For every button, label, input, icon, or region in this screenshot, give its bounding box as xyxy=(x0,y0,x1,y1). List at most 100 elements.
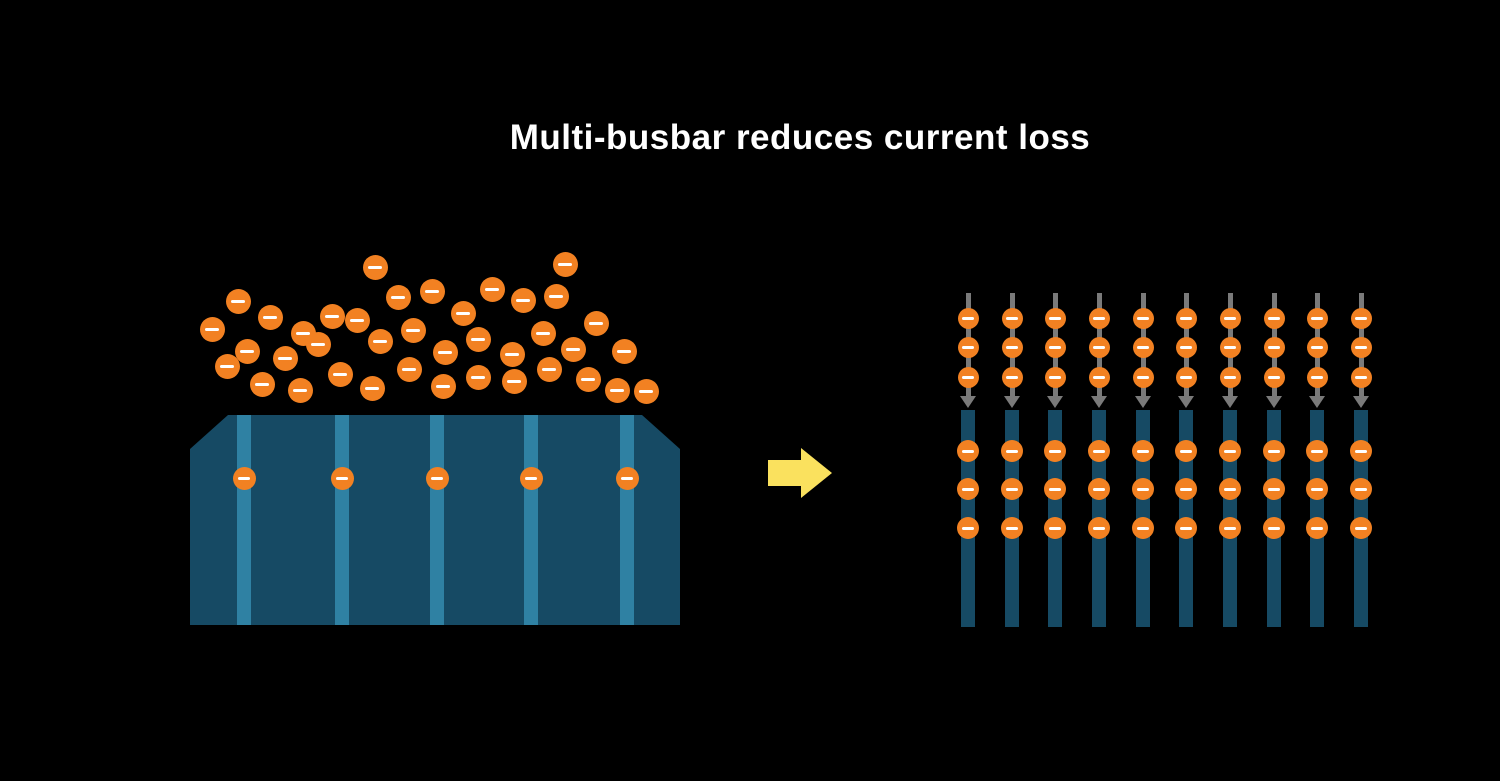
electron-icon xyxy=(1088,336,1110,358)
minus-icon xyxy=(558,262,572,266)
electron-icon xyxy=(1132,440,1154,462)
electron-icon xyxy=(425,466,449,490)
electron-icon xyxy=(1350,366,1372,388)
minus-icon xyxy=(406,328,420,332)
electron-icon xyxy=(1175,366,1197,388)
minus-icon xyxy=(617,349,631,353)
minus-icon xyxy=(311,342,325,346)
electron-icon xyxy=(385,284,411,310)
minus-icon xyxy=(1006,375,1018,379)
electron-icon xyxy=(1088,478,1110,500)
electron-icon xyxy=(225,288,251,314)
electron-icon xyxy=(1350,478,1372,500)
electron-icon xyxy=(1263,517,1285,539)
electron-icon xyxy=(1175,336,1197,358)
minus-icon xyxy=(373,339,387,343)
minus-icon xyxy=(237,476,251,480)
minus-icon xyxy=(1092,449,1106,453)
minus-icon xyxy=(1180,345,1192,349)
electron-icon xyxy=(479,276,505,302)
minus-icon xyxy=(1179,487,1193,491)
electron-icon xyxy=(1088,517,1110,539)
minus-icon xyxy=(516,298,530,302)
electron-icon xyxy=(1219,366,1241,388)
electron-icon xyxy=(1044,307,1066,329)
electron-icon xyxy=(1263,440,1285,462)
minus-icon xyxy=(1180,316,1192,320)
electron-icon xyxy=(1132,307,1154,329)
minus-icon xyxy=(1354,526,1368,530)
minus-icon xyxy=(962,375,974,379)
electron-icon xyxy=(957,336,979,358)
electron-icon xyxy=(519,466,543,490)
electron-icon xyxy=(1044,366,1066,388)
minus-icon xyxy=(507,379,521,383)
minus-icon xyxy=(1093,345,1105,349)
minus-icon xyxy=(325,314,339,318)
minus-icon xyxy=(1224,316,1236,320)
minus-icon xyxy=(1093,316,1105,320)
minus-icon xyxy=(962,316,974,320)
minus-icon xyxy=(1267,526,1281,530)
electron-icon xyxy=(199,316,225,342)
electron-icon xyxy=(465,326,491,352)
electron-icon xyxy=(1306,307,1328,329)
minus-icon xyxy=(1005,487,1019,491)
minus-icon xyxy=(391,295,405,299)
electron-icon xyxy=(1175,307,1197,329)
electron-icon xyxy=(1088,307,1110,329)
electron-icon xyxy=(615,466,639,490)
minus-icon xyxy=(263,315,277,319)
diagram-title: Multi-busbar reduces current loss xyxy=(509,118,1091,157)
down-arrow-head-icon xyxy=(1266,396,1282,408)
electron-icon xyxy=(604,377,630,403)
electron-icon xyxy=(330,466,354,490)
minus-icon xyxy=(402,367,416,371)
down-arrow-head-icon xyxy=(1222,396,1238,408)
minus-icon xyxy=(1179,449,1193,453)
minus-icon xyxy=(1136,487,1150,491)
electron-icon xyxy=(1263,336,1285,358)
electron-icon xyxy=(257,304,283,330)
minus-icon xyxy=(1224,375,1236,379)
electron-icon xyxy=(327,361,353,387)
electron-icon xyxy=(1044,440,1066,462)
electron-icon xyxy=(1350,336,1372,358)
electron-icon xyxy=(1219,478,1241,500)
electron-icon xyxy=(1001,307,1023,329)
minus-icon xyxy=(620,476,634,480)
minus-icon xyxy=(1223,449,1237,453)
minus-icon xyxy=(1005,449,1019,453)
electron-icon xyxy=(1306,366,1328,388)
minus-icon xyxy=(1224,345,1236,349)
minus-icon xyxy=(1048,449,1062,453)
minus-icon xyxy=(1137,316,1149,320)
minus-icon xyxy=(293,388,307,392)
minus-icon xyxy=(581,377,595,381)
minus-icon xyxy=(350,318,364,322)
electron-icon xyxy=(359,375,385,401)
electron-icon xyxy=(1132,478,1154,500)
electron-icon xyxy=(287,377,313,403)
minus-icon xyxy=(430,476,444,480)
minus-icon xyxy=(1048,487,1062,491)
down-arrow-head-icon xyxy=(1091,396,1107,408)
minus-icon xyxy=(1223,487,1237,491)
electron-icon xyxy=(1219,307,1241,329)
down-arrow-head-icon xyxy=(1135,396,1151,408)
electron-icon xyxy=(633,378,659,404)
electron-icon xyxy=(319,303,345,329)
electron-icon xyxy=(560,336,586,362)
minus-icon xyxy=(1355,375,1367,379)
minus-icon xyxy=(961,526,975,530)
minus-icon xyxy=(1268,316,1280,320)
minus-icon xyxy=(1267,449,1281,453)
electron-icon xyxy=(957,366,979,388)
minus-icon xyxy=(1310,526,1324,530)
down-arrow-head-icon xyxy=(1178,396,1194,408)
minus-icon xyxy=(1354,487,1368,491)
electron-icon xyxy=(1306,336,1328,358)
electron-icon xyxy=(1219,336,1241,358)
